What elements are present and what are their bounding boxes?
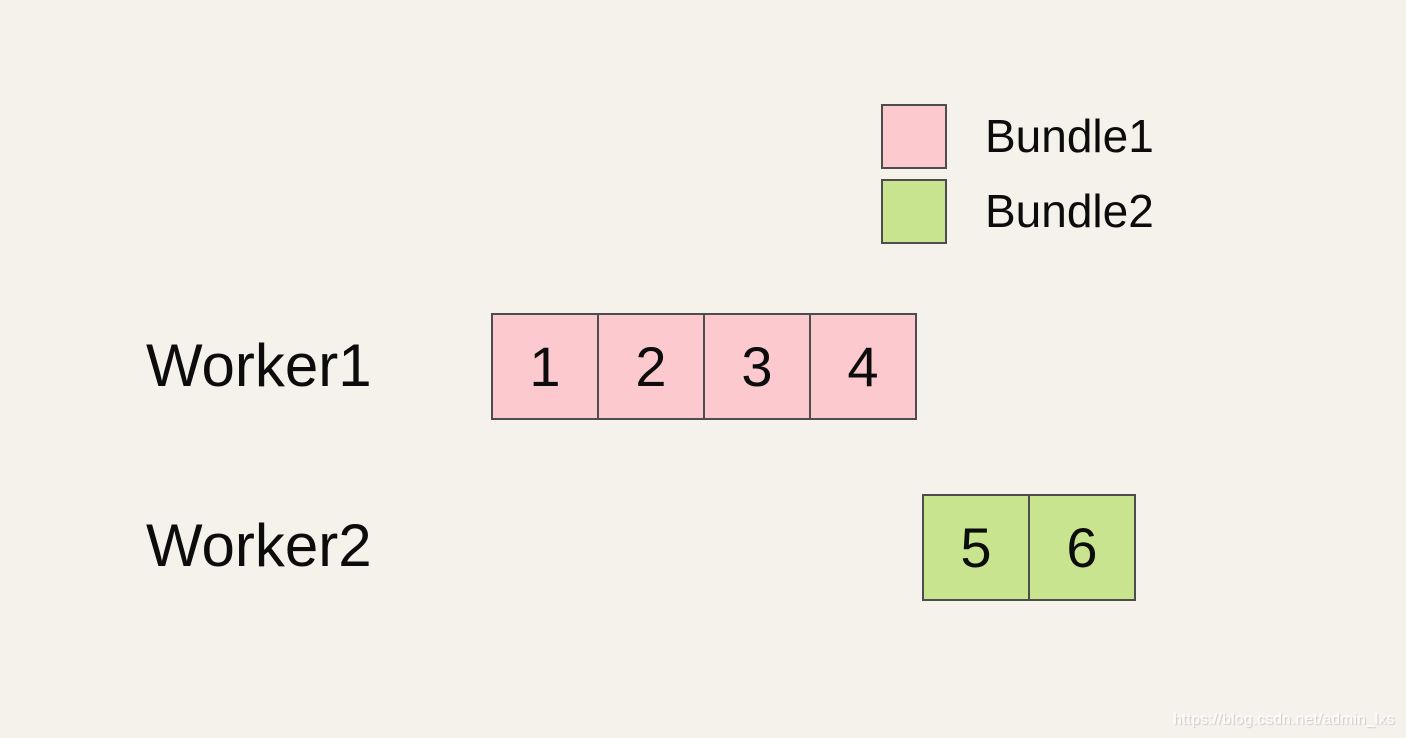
bundle1-color-swatch bbox=[881, 104, 947, 169]
watermark-url: https://blog.csdn.net/admin_lxs bbox=[1173, 711, 1395, 728]
legend-label: Bundle1 bbox=[985, 110, 1154, 162]
worker1-label: Worker1 bbox=[146, 332, 372, 399]
task-cell-6: 6 bbox=[1028, 494, 1136, 601]
task-cell-5: 5 bbox=[922, 494, 1030, 601]
bundle2-color-swatch bbox=[881, 179, 947, 244]
task-cell-2: 2 bbox=[597, 313, 705, 420]
task-cell-1: 1 bbox=[491, 313, 599, 420]
legend-item-bundle2: Bundle2 bbox=[881, 179, 1154, 244]
legend-label: Bundle2 bbox=[985, 185, 1154, 237]
task-cell-4: 4 bbox=[809, 313, 917, 420]
legend-item-bundle1: Bundle1 bbox=[881, 104, 1154, 169]
worker2-label: Worker2 bbox=[146, 512, 372, 579]
task-cell-3: 3 bbox=[703, 313, 811, 420]
